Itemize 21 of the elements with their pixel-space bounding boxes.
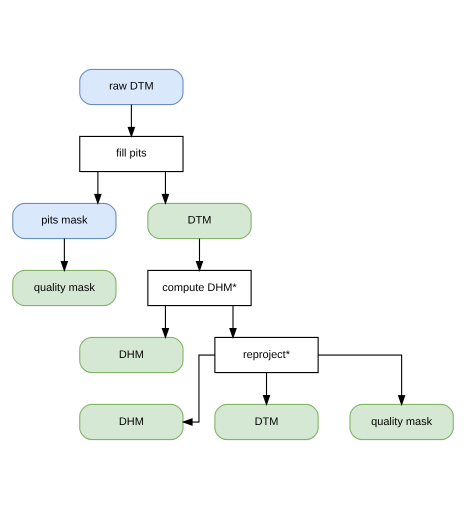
arrow [94, 171, 102, 204]
arrow [196, 238, 204, 272]
node-box: DTM [147, 202, 252, 239]
node-box: raw DTM [79, 68, 184, 105]
node-box: DHM [79, 403, 184, 440]
arrow [162, 305, 170, 338]
node-box: compute DHM* [147, 269, 252, 306]
arrow [182, 354, 215, 426]
node-box: DHM [79, 336, 184, 373]
node-box: quality mask [12, 269, 117, 306]
arrow [60, 238, 68, 272]
arrow [162, 171, 170, 204]
node-box: fill pits [79, 135, 184, 172]
node-box: reproject* [214, 336, 319, 373]
arrow [318, 354, 406, 406]
node-box: quality mask [349, 403, 454, 440]
node-box: pits mask [12, 202, 117, 239]
node-box: DTM [214, 403, 319, 440]
arrow [262, 372, 270, 406]
arrow [128, 104, 136, 138]
arrow [229, 305, 237, 338]
